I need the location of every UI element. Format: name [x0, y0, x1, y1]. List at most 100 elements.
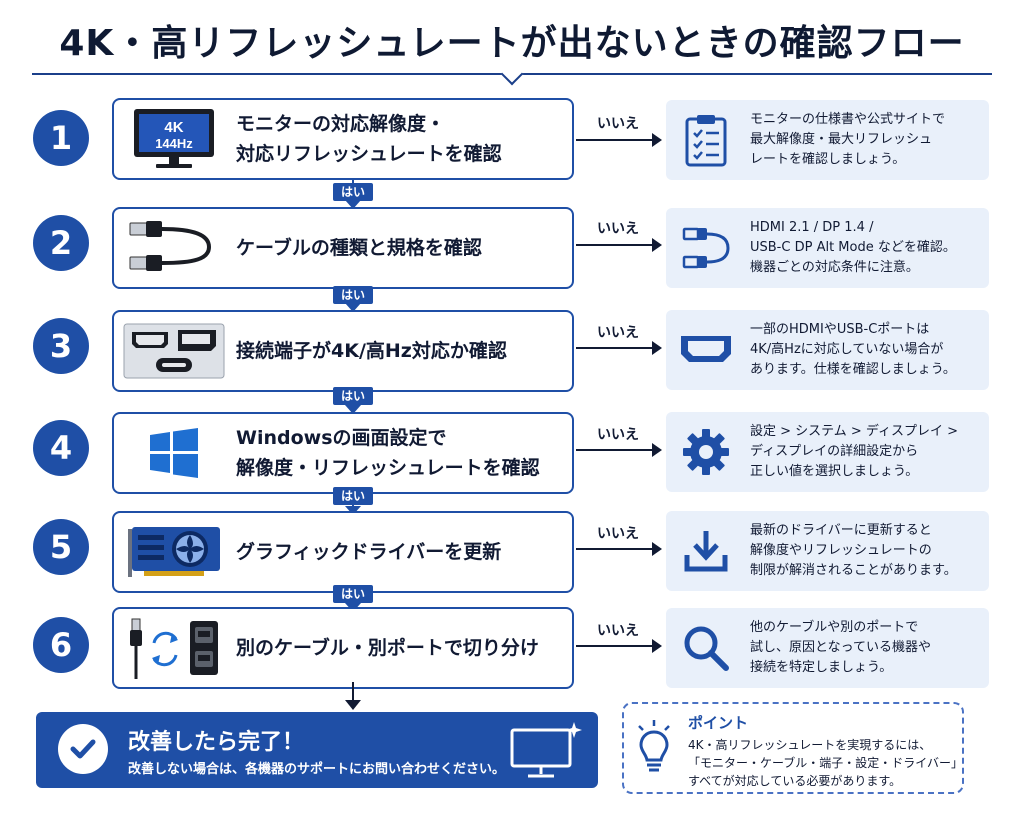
side-note-2-text: HDMI 2.1 / DP 1.4 / USB-C DP Alt Mode など… [750, 208, 986, 288]
step-3-text: 接続端子が4K/高Hz対応か確認 [236, 312, 571, 390]
swap-port-icon [120, 615, 228, 681]
no-arrow-head-1 [652, 133, 662, 147]
no-arrow-line-3 [576, 347, 654, 349]
side-note-3-line-1: 一部のHDMIやUSB-Cポートは [750, 322, 930, 337]
step-1-line-2: 対応リフレッシュレートを確認 [236, 143, 502, 165]
no-arrow-line-4 [576, 449, 654, 451]
side-note-5-line-3: 制限が解消されることがあります。 [750, 563, 957, 578]
step-6-text: 別のケーブル・別ポートで切り分け [236, 609, 571, 687]
point-text: 4K・高リフレッシュレートを実現するには、 「モニター・ケーブル・端子・設定・ド… [688, 736, 963, 790]
side-note-1: モニターの仕様書や公式サイトで 最大解像度・最大リフレッシュ レートを確認しまし… [666, 100, 989, 180]
no-arrow-head-4 [652, 443, 662, 457]
step-2-line-1: ケーブルの種類と規格を確認 [236, 237, 482, 259]
complete-subtitle: 改善しない場合は、各機器のサポートにお問い合わせください。 [128, 762, 506, 777]
side-note-5-line-2: 解像度やリフレッシュレートの [750, 543, 932, 558]
ports-icon [120, 318, 228, 384]
side-note-3-line-2: 4K/高Hzに対応していない場合が [750, 342, 944, 357]
title-divider-notch [500, 62, 524, 86]
magnifier-icon [674, 618, 738, 678]
no-label-4: いいえ [597, 427, 639, 443]
step-4-text: Windowsの画面設定で 解像度・リフレッシュレートを確認 [236, 414, 571, 492]
no-arrow-head-5 [652, 542, 662, 556]
no-arrow-line-6 [576, 645, 654, 647]
complete-title: 改善したら完了！ [128, 730, 305, 755]
step-3-box: 接続端子が4K/高Hz対応か確認 [112, 310, 574, 392]
step-4-number: 4 [33, 420, 89, 476]
side-note-1-line-3: レートを確認しましょう。 [750, 152, 906, 167]
yes-arrow-3 [345, 405, 361, 414]
step-4-line-2: 解像度・リフレッシュレートを確認 [236, 457, 540, 479]
step-2-box: ケーブルの種類と規格を確認 [112, 207, 574, 289]
side-note-2-line-2: USB-C DP Alt Mode などを確認。 [750, 240, 956, 255]
step-3-number: 3 [33, 318, 89, 374]
yes-arrow-4 [345, 506, 361, 515]
step-2-text: ケーブルの種類と規格を確認 [236, 209, 571, 287]
yes-label-4: はい [333, 487, 373, 505]
final-connector [352, 682, 354, 702]
side-note-5: 最新のドライバーに更新すると 解像度やリフレッシュレートの 制限が解消されること… [666, 511, 989, 591]
step-5-line-1: グラフィックドライバーを更新 [236, 541, 502, 563]
side-note-4-line-1: 設定 > システム > ディスプレイ > [750, 424, 959, 439]
step-4-line-1: Windowsの画面設定で [236, 427, 447, 449]
no-label-6: いいえ [597, 623, 639, 639]
side-note-5-line-1: 最新のドライバーに更新すると [750, 523, 932, 538]
no-arrow-line-1 [576, 139, 654, 141]
download-icon [674, 521, 738, 581]
monitor-text-hz: 144Hz [155, 136, 193, 151]
no-arrow-line-2 [576, 244, 654, 246]
no-arrow-head-3 [652, 341, 662, 355]
step-1-line-1: モニターの対応解像度・ [236, 113, 446, 135]
step-5-box: グラフィックドライバーを更新 [112, 511, 574, 593]
no-label-1: いいえ [597, 116, 639, 132]
side-note-3-text: 一部のHDMIやUSB-Cポートは 4K/高Hzに対応していない場合が あります… [750, 310, 986, 390]
side-note-5-text: 最新のドライバーに更新すると 解像度やリフレッシュレートの 制限が解消されること… [750, 511, 986, 591]
monitor-text-4k: 4K [164, 119, 183, 136]
yes-label-5: はい [333, 585, 373, 603]
side-note-6-line-2: 試し、原因となっている機器や [750, 640, 931, 655]
page-title: 4K・高リフレッシュレートが出ないときの確認フロー [59, 23, 965, 64]
side-note-1-line-1: モニターの仕様書や公式サイトで [750, 112, 946, 127]
hdmi-port-icon [674, 320, 738, 380]
final-arrow [345, 700, 361, 710]
cable-icon [120, 215, 228, 281]
usb-cable-icon [674, 218, 738, 278]
point-title: ポイント [688, 714, 749, 732]
step-1-box: 4K 144Hz モニターの対応解像度・ 対応リフレッシュレートを確認 [112, 98, 574, 180]
side-note-4-line-3: 正しい値を選択しましょう。 [750, 464, 919, 479]
yes-arrow-1 [345, 200, 361, 209]
step-2-number: 2 [33, 215, 89, 271]
side-note-6-line-3: 接続を特定しましょう。 [750, 660, 893, 675]
side-note-2-line-1: HDMI 2.1 / DP 1.4 / [750, 220, 874, 235]
step-6-box: 別のケーブル・別ポートで切り分け [112, 607, 574, 689]
yes-label-3: はい [333, 387, 373, 405]
step-3-line-1: 接続端子が4K/高Hz対応か確認 [236, 340, 507, 362]
point-callout: ポイント 4K・高リフレッシュレートを実現するには、 「モニター・ケーブル・端子… [622, 702, 964, 794]
lightbulb-icon [634, 718, 674, 778]
side-note-6-text: 他のケーブルや別のポートで 試し、原因となっている機器や 接続を特定しましょう。 [750, 608, 986, 688]
side-note-1-line-2: 最大解像度・最大リフレッシュ [750, 132, 933, 147]
gear-icon [674, 422, 738, 482]
step-6-number: 6 [33, 617, 89, 673]
no-label-5: いいえ [597, 526, 639, 542]
no-arrow-head-2 [652, 238, 662, 252]
side-note-6: 他のケーブルや別のポートで 試し、原因となっている機器や 接続を特定しましょう。 [666, 608, 989, 688]
sparkle-monitor-icon [506, 720, 586, 782]
yes-label-2: はい [333, 286, 373, 304]
check-circle-icon [58, 724, 108, 774]
windows-logo-icon [120, 420, 228, 486]
step-5-number: 5 [33, 519, 89, 575]
no-label-3: いいえ [597, 325, 639, 341]
point-line-1: 4K・高リフレッシュレートを実現するには、 [688, 738, 932, 752]
step-1-text: モニターの対応解像度・ 対応リフレッシュレートを確認 [236, 100, 571, 178]
side-note-6-line-1: 他のケーブルや別のポートで [750, 620, 919, 635]
yes-label-1: はい [333, 183, 373, 201]
side-note-4-text: 設定 > システム > ディスプレイ > ディスプレイの詳細設定から 正しい値を… [750, 412, 986, 492]
complete-banner: 改善したら完了！ 改善しない場合は、各機器のサポートにお問い合わせください。 [36, 712, 598, 788]
no-arrow-head-6 [652, 639, 662, 653]
clipboard-icon [674, 110, 738, 170]
point-line-3: すべてが対応している必要があります。 [688, 774, 902, 788]
graphics-card-icon [120, 519, 228, 585]
step-5-text: グラフィックドライバーを更新 [236, 513, 571, 591]
side-note-4-line-2: ディスプレイの詳細設定から [750, 444, 919, 459]
side-note-3-line-3: あります。仕様を確認しましょう。 [750, 362, 956, 377]
